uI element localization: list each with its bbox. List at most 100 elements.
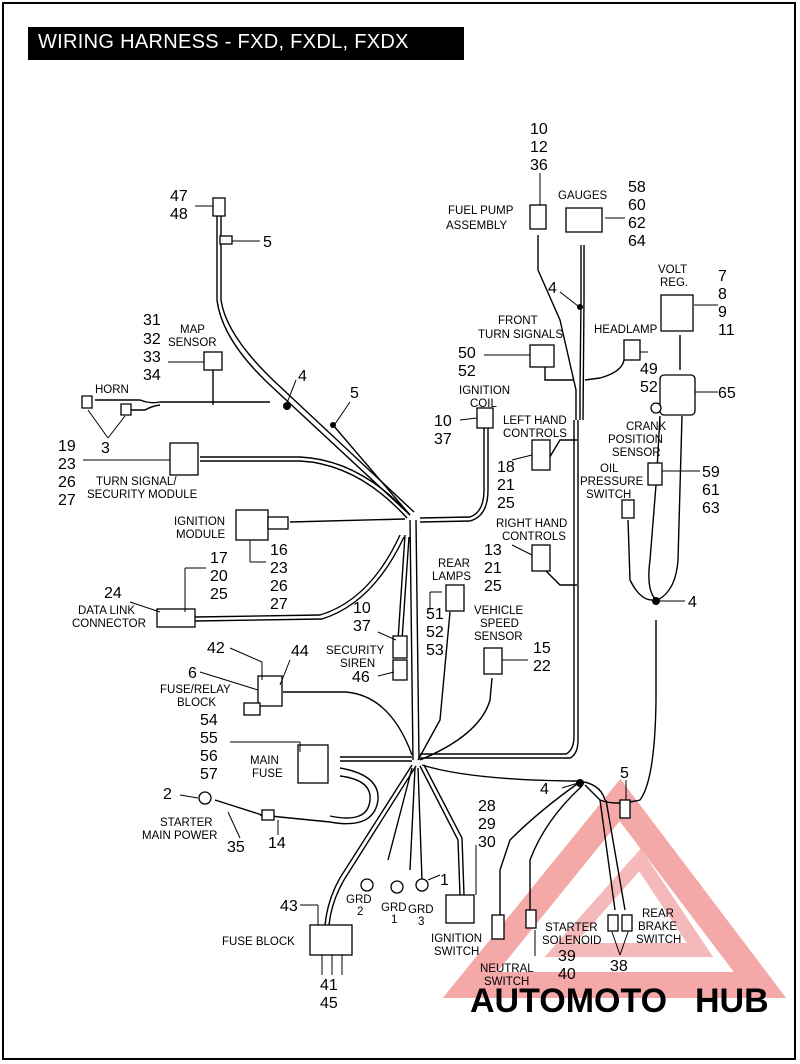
label-grd2-b: 2	[357, 906, 363, 918]
callout-28: 28	[478, 798, 496, 815]
callout-24: 24	[104, 585, 122, 602]
callout-56: 56	[200, 748, 218, 765]
security-siren	[392, 659, 408, 681]
map-sensor-connector	[203, 351, 223, 371]
rear-brake-switch-a	[607, 914, 619, 932]
label-vss-3: SENSOR	[474, 631, 523, 643]
callout-11: 11	[718, 322, 735, 339]
label-map-2: SENSOR	[168, 337, 217, 349]
callout-54: 54	[200, 712, 218, 729]
callout-30: 30	[478, 834, 496, 851]
junction-4d	[652, 597, 660, 605]
callout-13: 13	[484, 542, 502, 559]
callout-52b: 52	[458, 363, 476, 380]
label-grd1-a: GRD	[381, 902, 407, 914]
callout-65: 65	[718, 385, 736, 402]
callout-61: 61	[702, 482, 720, 499]
rear-lamps-connector	[445, 584, 465, 612]
label-fts-1: FRONT	[498, 315, 538, 327]
label-ignition-module-1: IGNITION	[174, 516, 225, 528]
callout-4a: 4	[298, 368, 307, 385]
junction-4c	[577, 304, 583, 310]
callout-46: 46	[352, 669, 370, 686]
callout-29: 29	[478, 816, 496, 833]
callout-38: 38	[610, 958, 628, 975]
horn-terminal-b	[120, 403, 132, 416]
junction-4b	[576, 779, 584, 787]
label-fts-2: TURN SIGNALS	[478, 329, 563, 341]
callout-43: 43	[280, 898, 298, 915]
starter-solenoid	[525, 909, 537, 929]
callout-35: 35	[227, 839, 245, 856]
callout-64: 64	[628, 233, 646, 250]
callout-50: 50	[458, 345, 476, 362]
callout-27b: 27	[270, 596, 288, 613]
label-fuse-relay-2: BLOCK	[177, 697, 216, 709]
callout-25a: 25	[210, 586, 228, 603]
headlamp-connector	[623, 339, 641, 361]
callout-22: 22	[533, 658, 551, 675]
label-rhc-2: CONTROLS	[502, 531, 566, 543]
label-lhc-2: CONTROLS	[503, 428, 567, 440]
watermark-logo: AUTOMOTO HUB	[442, 778, 787, 1020]
data-link-connector	[156, 608, 196, 628]
label-data-link-1: DATA LINK	[78, 605, 135, 617]
callout-58: 58	[628, 179, 646, 196]
label-data-link-2: CONNECTOR	[72, 618, 146, 630]
callout-2: 2	[163, 786, 172, 803]
callout-32: 32	[143, 331, 161, 348]
label-fuse-relay-1: FUSE/RELAY	[160, 684, 231, 696]
callout-7: 7	[718, 268, 727, 285]
callout-27a: 27	[58, 492, 76, 509]
callout-21b: 21	[497, 477, 515, 494]
label-crank-3: SENSOR	[612, 447, 661, 459]
callout-4d: 4	[688, 594, 697, 611]
label-gauges: GAUGES	[558, 190, 608, 202]
right-hand-controls-connector	[531, 544, 551, 572]
component-65	[659, 374, 696, 416]
callout-9: 9	[718, 304, 727, 321]
label-starter-1: STARTER	[160, 817, 213, 829]
callout-5a: 5	[263, 234, 272, 251]
callout-6: 6	[188, 665, 197, 682]
label-grd1-b: 1	[391, 914, 397, 926]
watermark-right: HUB	[695, 982, 769, 1020]
callout-18: 18	[497, 459, 515, 476]
label-neutral-1: NEUTRAL	[480, 963, 534, 975]
label-neutral-2: SWITCH	[484, 976, 529, 988]
callout-19: 19	[58, 438, 76, 455]
label-main-fuse-1: MAIN	[250, 755, 279, 767]
callout-40: 40	[558, 966, 576, 983]
label-grd3-b: 3	[418, 916, 424, 928]
label-solenoid-1: STARTER	[545, 922, 598, 934]
label-ignition-switch-2: SWITCH	[434, 946, 479, 958]
label-oil-1: OIL	[600, 463, 619, 475]
fuel-pump-connector	[529, 204, 547, 230]
callout-numbers: 47 48 5 31 32 33 34 4 5 3 19 23 26 27 16…	[58, 121, 736, 1012]
label-oil-3: SWITCH	[586, 489, 631, 501]
label-crank-2: POSITION	[608, 434, 663, 446]
callout-37b: 37	[434, 431, 452, 448]
volt-regulator	[660, 294, 694, 332]
grd2-ring	[360, 878, 374, 892]
junction-5b	[330, 422, 336, 428]
callout-63: 63	[702, 500, 720, 517]
callout-59: 59	[702, 464, 720, 481]
label-siren-1: SECURITY	[326, 645, 384, 657]
callout-36: 36	[530, 157, 548, 174]
label-vss-1: VEHICLE	[474, 605, 524, 617]
callout-14: 14	[268, 835, 286, 852]
connector-14	[261, 809, 275, 821]
harness-wires	[95, 215, 683, 926]
callout-26a: 26	[58, 474, 76, 491]
label-ignition-module-2: MODULE	[176, 529, 226, 541]
fuse-relay-tab	[243, 702, 261, 716]
label-rear-brake-3: SWITCH	[636, 934, 681, 946]
label-coil-2: COIL	[470, 398, 497, 410]
left-hand-controls-connector	[531, 439, 551, 471]
callout-47: 47	[170, 188, 188, 205]
callout-8: 8	[718, 286, 727, 303]
label-map-1: MAP	[180, 324, 205, 336]
speed-sensor-connector	[483, 647, 503, 675]
